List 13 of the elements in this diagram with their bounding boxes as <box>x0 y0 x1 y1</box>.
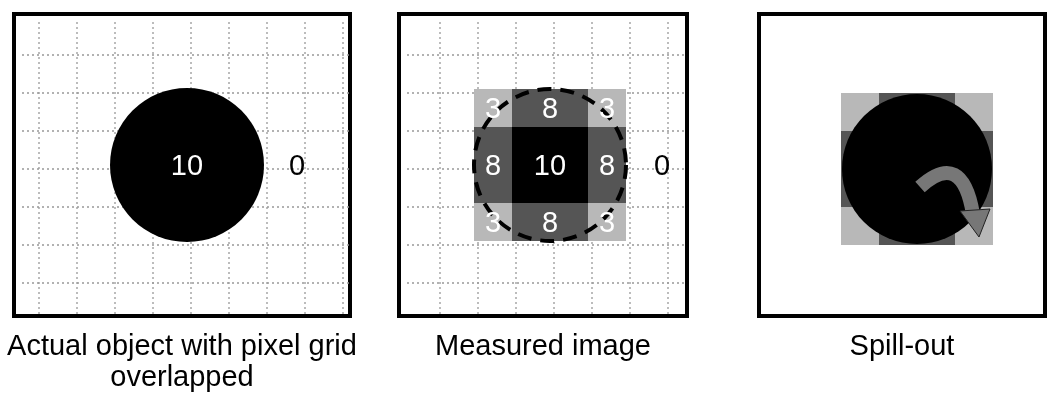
panel-caption: Actual object with pixel grid overlapped <box>6 330 358 392</box>
pixel-square: 3 <box>474 203 512 241</box>
pixel-square: 10 <box>512 127 588 203</box>
pixel-square: 8 <box>512 203 588 241</box>
pixel-value: 0 <box>654 148 671 182</box>
pixel-square: 3 <box>588 203 626 241</box>
pixel-value: 0 <box>289 148 306 182</box>
pixel-square: 3 <box>474 89 512 127</box>
pixel-square: 8 <box>588 127 626 203</box>
pixel-square: 8 <box>474 127 512 203</box>
panel-caption: Measured image <box>434 330 652 361</box>
pixel-square: 8 <box>512 89 588 127</box>
panel-caption: Spill-out <box>848 330 956 361</box>
